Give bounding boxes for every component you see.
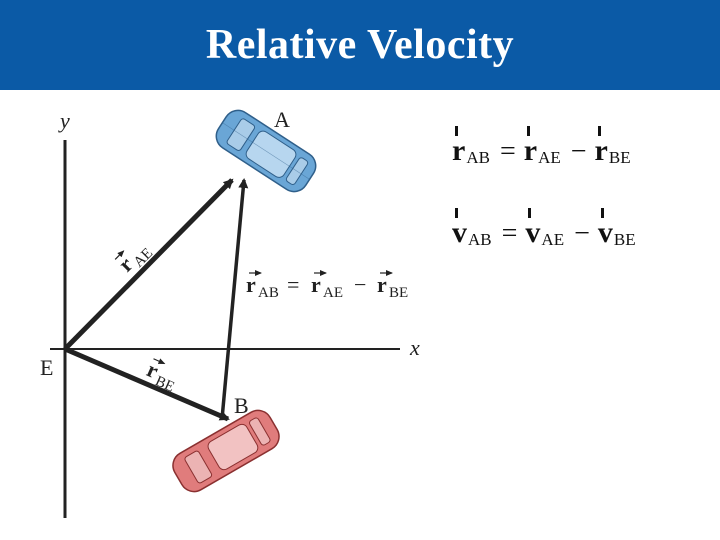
eq2-lhs-symbol: v xyxy=(452,208,467,248)
slide-title: Relative Velocity xyxy=(205,22,515,68)
point-label-b: B xyxy=(234,393,249,418)
car-b xyxy=(172,409,280,493)
svg-text:AB: AB xyxy=(258,285,279,301)
svg-text:AE: AE xyxy=(323,285,343,301)
eq2-term2-symbol: v xyxy=(598,208,613,248)
vector-r-ae xyxy=(63,178,234,351)
equation-velocity: v AB = v AE − v BE xyxy=(452,208,644,249)
svg-text:r: r xyxy=(377,272,387,297)
equation-position: r AB = r AE − r BE xyxy=(452,126,639,167)
title-bar: Relative Velocity xyxy=(0,0,720,90)
label-r-ae: r AE xyxy=(113,245,156,276)
car-a xyxy=(215,109,317,193)
relation-label: r AB = r AE − r BE xyxy=(246,270,408,301)
eq1-lhs-symbol: r xyxy=(452,126,465,166)
y-axis-label: y xyxy=(58,108,70,133)
eq2-term2-sub: BE xyxy=(613,230,636,249)
point-label-e: E xyxy=(40,355,53,380)
vector-r-be xyxy=(64,346,230,422)
eq1-term2-symbol: r xyxy=(595,126,608,166)
point-label-a: A xyxy=(274,107,290,132)
eq1-lhs-sub: AB xyxy=(466,148,490,167)
label-r-be: r BE xyxy=(143,357,177,396)
eq1-term1-symbol: r xyxy=(524,126,537,166)
eq1-term1-sub: AE xyxy=(538,148,561,167)
x-axis-label: x xyxy=(409,335,420,360)
eq2-term1-symbol: v xyxy=(525,208,540,248)
svg-text:r: r xyxy=(246,272,256,297)
eq1-minus: − xyxy=(570,136,587,167)
eq2-minus: − xyxy=(574,218,590,249)
eq1-term2-sub: BE xyxy=(608,148,631,167)
svg-text:BE: BE xyxy=(389,285,408,301)
vector-r-ab xyxy=(220,178,249,420)
svg-text:r: r xyxy=(311,272,321,297)
svg-text:−: − xyxy=(354,272,366,297)
svg-text:BE: BE xyxy=(153,373,177,395)
eq2-term1-sub: AE xyxy=(541,230,565,249)
svg-text:=: = xyxy=(287,272,299,297)
eq2-equals: = xyxy=(501,218,518,249)
eq1-equals: = xyxy=(499,136,516,167)
eq2-lhs-sub: AB xyxy=(468,230,492,249)
